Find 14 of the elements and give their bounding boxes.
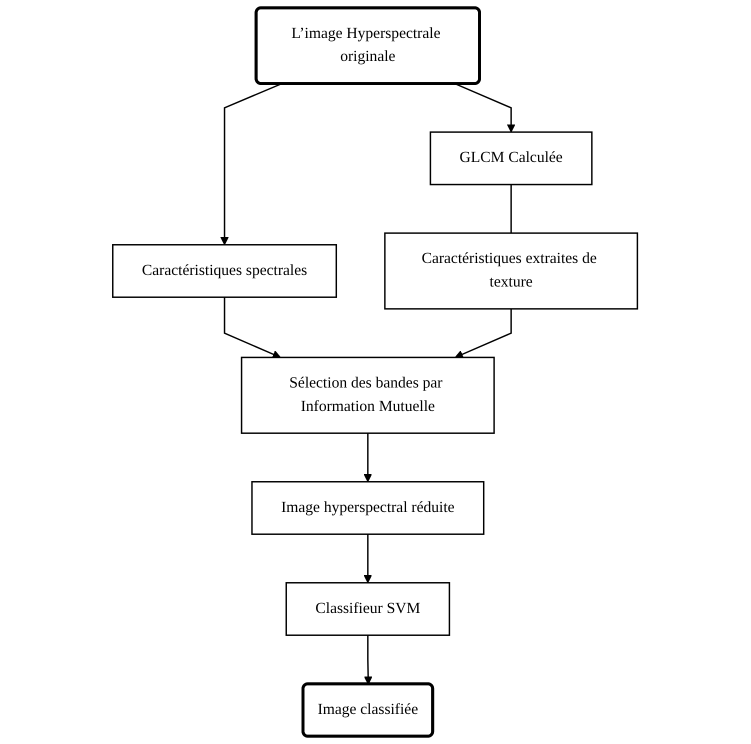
node-box: Image hyperspectral réduite: [252, 481, 485, 535]
node-box: Caractéristiques spectrales: [112, 244, 338, 298]
arrow: [364, 534, 373, 584]
node-box: Caractéristiques extraites de texture: [384, 232, 639, 310]
arrow: [456, 83, 516, 132]
node-box: Sélection des bandes par Information Mutuelle: [241, 356, 496, 434]
arrow: [220, 83, 282, 246]
node-box: Classifieur SVM: [286, 582, 451, 636]
arrow: [455, 308, 512, 358]
connector: [510, 184, 512, 234]
arrow: [364, 433, 373, 482]
arrow: [224, 297, 282, 358]
node-box: GLCM Calculée: [430, 131, 593, 186]
arrow: [364, 635, 373, 685]
